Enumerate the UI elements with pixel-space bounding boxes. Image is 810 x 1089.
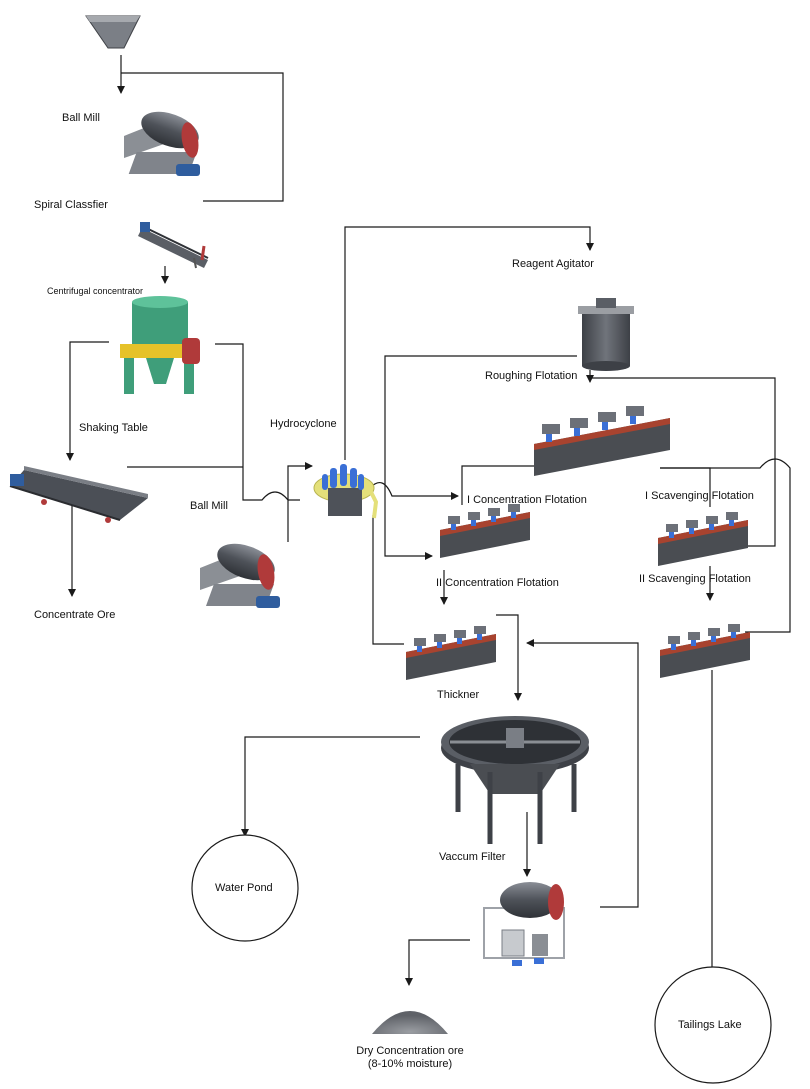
label-ball-mill-1: Ball Mill	[62, 112, 100, 124]
ball-mill-icon	[124, 111, 200, 176]
feed-hopper-icon	[85, 15, 141, 49]
label-dry-concentration-ore-line2: (8-10% moisture)	[367, 1058, 453, 1070]
label-tailings-lake: Tailings Lake	[678, 1019, 742, 1031]
label-concentrate-ore: Concentrate Ore	[34, 609, 116, 621]
flotation-cell-icon	[440, 504, 530, 558]
flotation-cell-icon	[534, 406, 670, 476]
ball-mill-icon	[200, 543, 280, 608]
label-i-concentration-flotation: I Concentration Flotation	[467, 494, 587, 506]
tailings-lake-circle	[654, 966, 772, 1084]
label-shaking-table: Shaking Table	[79, 422, 148, 434]
hydrocyclone-icon	[313, 464, 379, 519]
label-centrifugal-concentrator: Centrifugal concentrator	[47, 286, 144, 296]
label-spiral-classifier: Spiral Classfier	[34, 199, 108, 211]
label-ii-scavenging-flotation: II Scavenging Flotation	[639, 573, 751, 585]
flow-lines	[66, 55, 791, 986]
thickener-icon	[441, 716, 589, 844]
spiral-classifier-icon	[138, 222, 209, 269]
flotation-cell-icon	[406, 626, 496, 680]
label-ii-concentration-flotation: II Concentration Flotation	[436, 577, 559, 589]
label-i-scavenging-flotation: I Scavenging Flotation	[645, 490, 754, 502]
vacuum-filter-icon	[483, 882, 565, 966]
flotation-cell-icon	[660, 624, 750, 678]
agitator-tank-icon	[578, 298, 634, 371]
label-roughing-flotation: Roughing Flotation	[485, 370, 578, 382]
label-water-pond: Water Pond	[215, 882, 273, 894]
label-reagent-agitator: Reagent Agitator	[512, 258, 594, 270]
label-thickner: Thickner	[437, 689, 480, 701]
shaking-table-icon	[9, 466, 148, 523]
label-vaccum-filter: Vaccum Filter	[439, 851, 506, 863]
centrifugal-concentrator-icon	[120, 296, 200, 394]
label-dry-concentration-ore-line1: Dry Concentration ore	[356, 1045, 464, 1057]
label-ball-mill-2: Ball Mill	[190, 500, 228, 512]
water-pond-circle	[191, 834, 299, 942]
ore-pile-icon	[372, 1011, 448, 1034]
label-hydrocyclone: Hydrocyclone	[270, 418, 337, 430]
flotation-cell-icon	[658, 512, 748, 566]
label-dry-concentration-ore: Dry Concentration ore (8-10% moisture)	[355, 1045, 465, 1071]
